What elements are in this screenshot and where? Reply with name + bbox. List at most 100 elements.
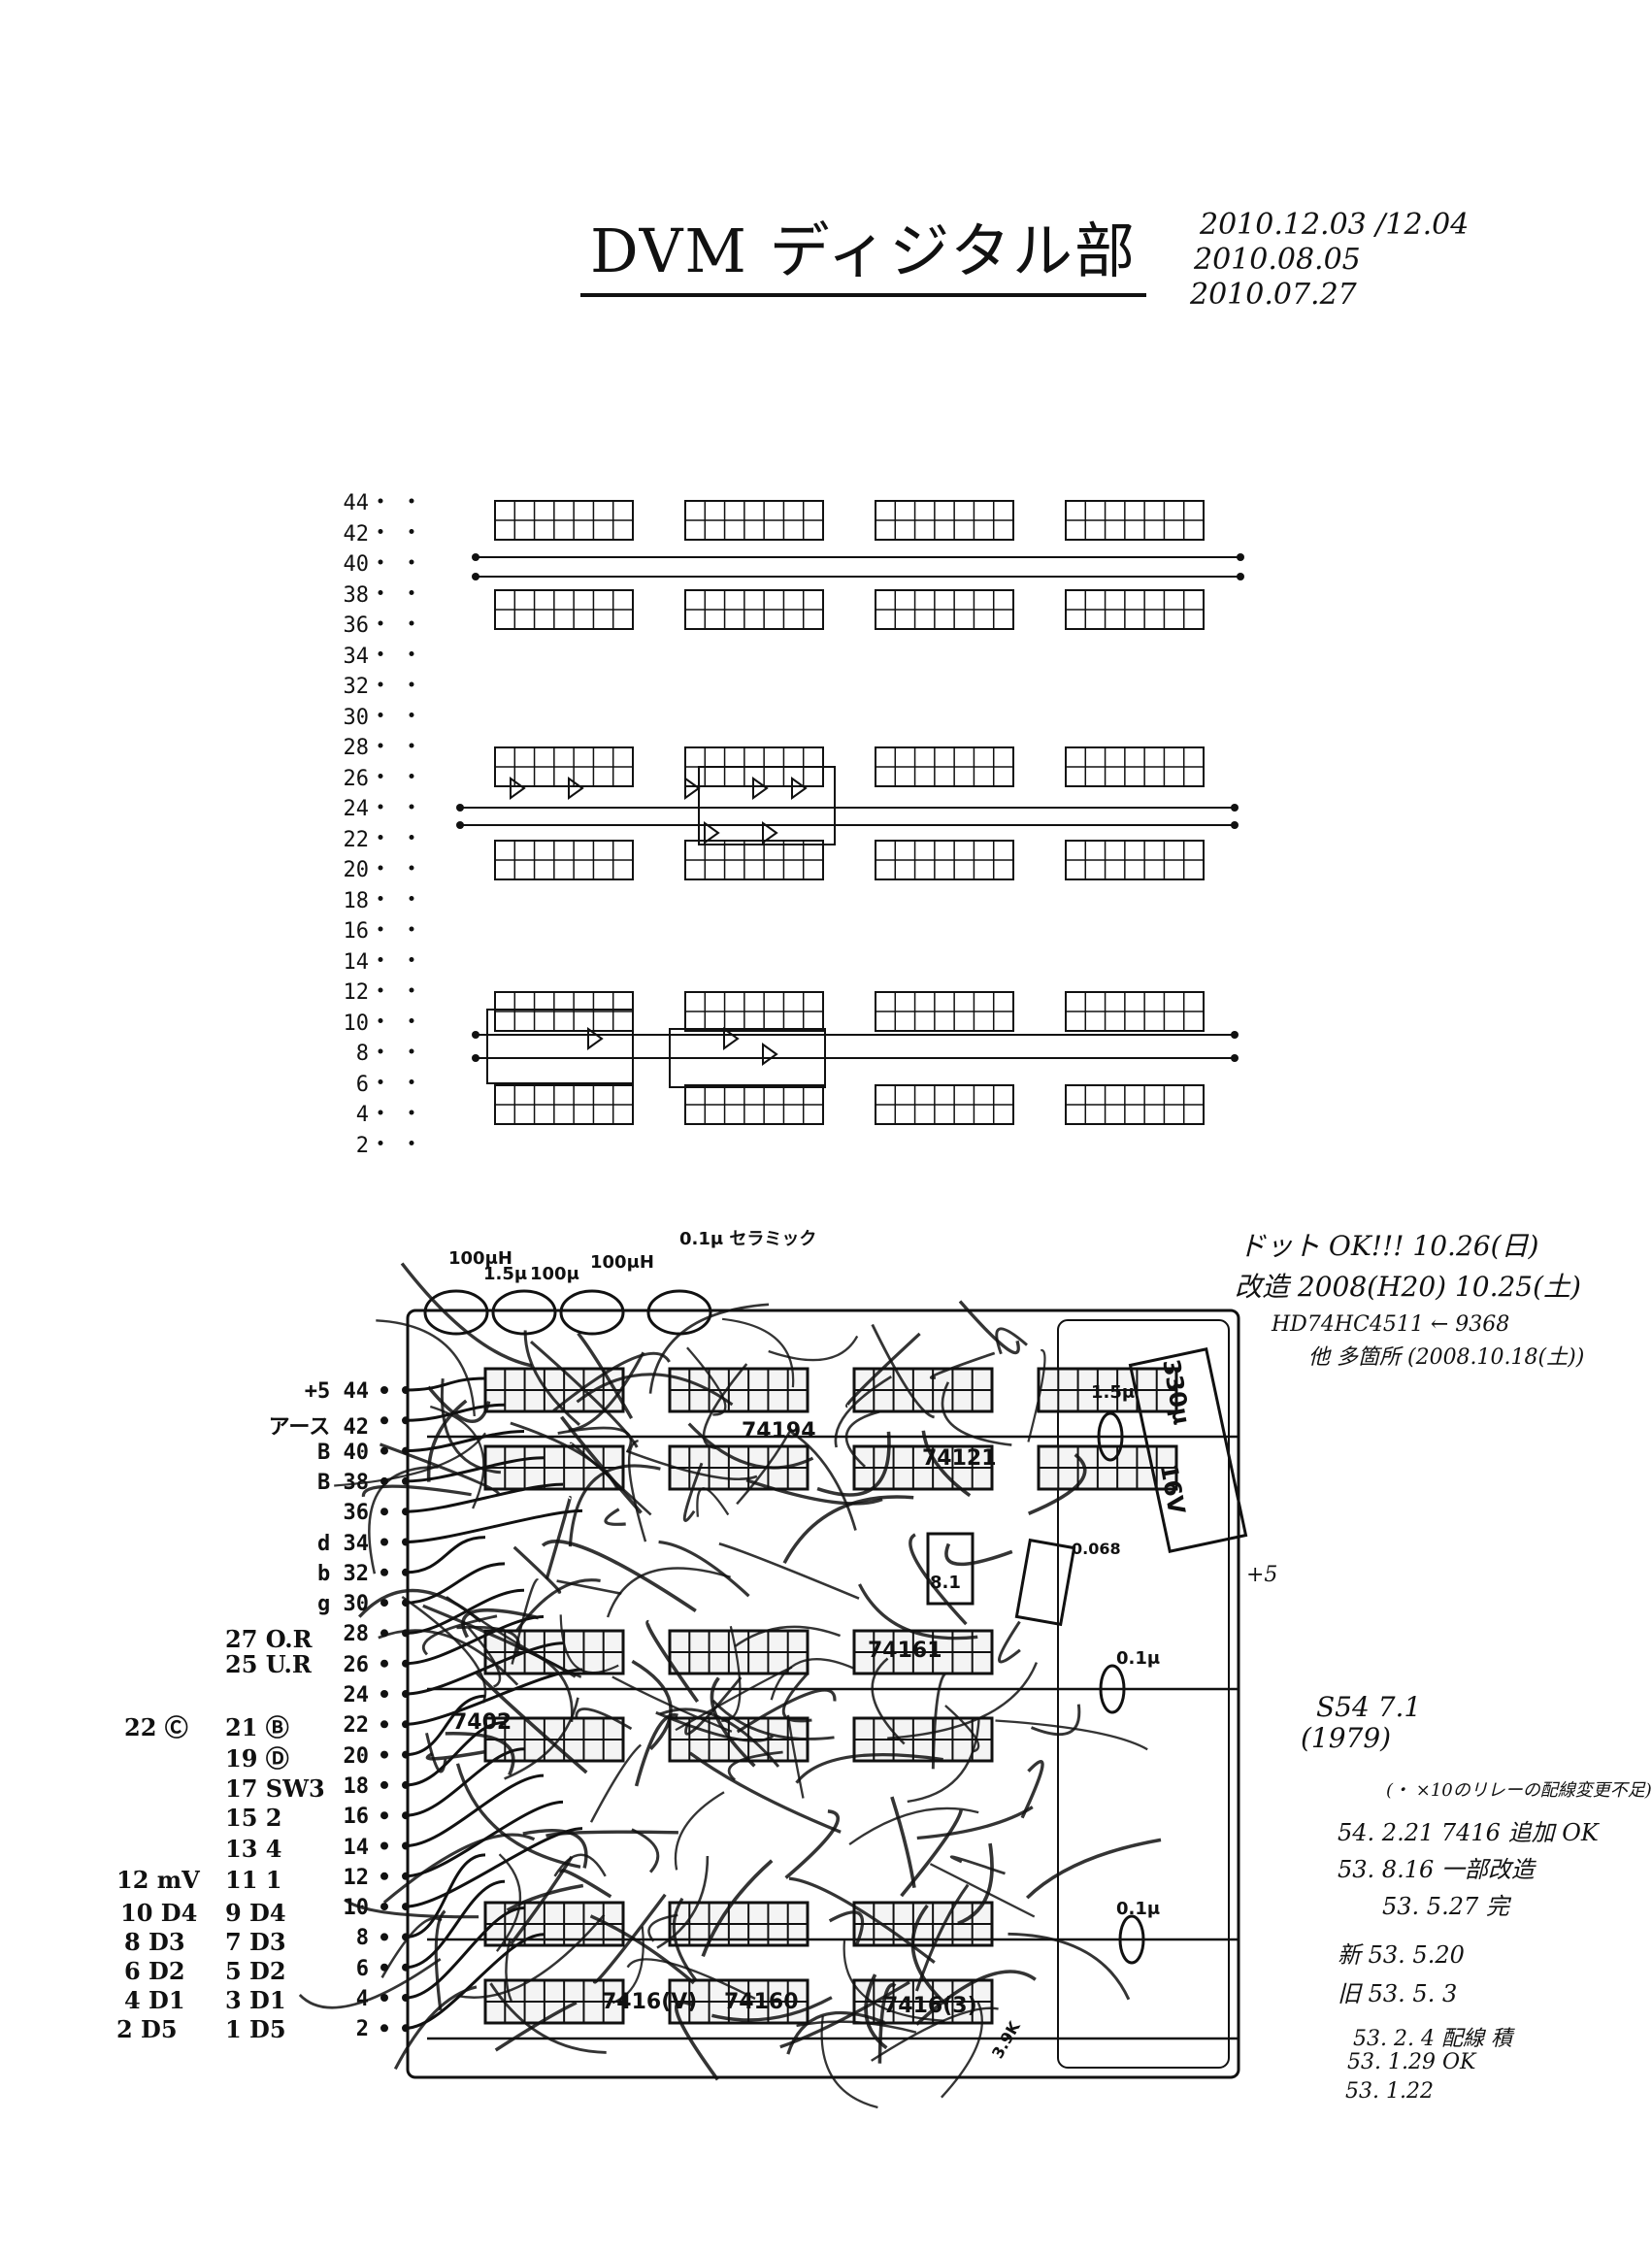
- pin-dot: [409, 743, 414, 748]
- pin-dot: [409, 559, 414, 565]
- wire: [559, 1869, 612, 1899]
- board-ic-footprint: [668, 1901, 809, 1947]
- wire: [736, 1688, 837, 1734]
- wire: [828, 1910, 865, 1947]
- ic-footprint: [494, 589, 634, 630]
- gate-symbol: [762, 821, 778, 845]
- gate-symbol: [684, 777, 701, 800]
- wire: [457, 1913, 606, 1999]
- connector-wire: [405, 1773, 545, 1847]
- connector-wire: [405, 1933, 545, 2030]
- connector-wire: [405, 1853, 486, 1939]
- wire: [575, 1707, 633, 1731]
- wire: [949, 1855, 1006, 1875]
- board-connector-label: 36: [343, 1501, 370, 1526]
- top-pin-label: 38: [343, 582, 370, 608]
- pin-dot: [378, 498, 383, 504]
- wire: [675, 2000, 719, 2081]
- wire: [820, 2015, 878, 2109]
- wire: [782, 1495, 914, 1565]
- wire: [834, 1375, 893, 1448]
- gate-symbol: [723, 1027, 740, 1050]
- wire: [560, 1415, 643, 1514]
- connector-pin: [380, 1446, 388, 1455]
- board-connector-label: 20: [343, 1743, 370, 1769]
- pin-dot: [409, 1141, 414, 1145]
- wire: [786, 2010, 885, 2055]
- note: +5: [1246, 1563, 1278, 1587]
- board-connector-label: 28: [343, 1622, 370, 1647]
- wire: [931, 1672, 947, 1770]
- wire: [929, 1351, 996, 1379]
- top-pin-label: 28: [343, 736, 370, 760]
- date-line-1: 2010.12.03 /12.04: [1200, 208, 1470, 242]
- signal-label: 15 2: [225, 1804, 282, 1832]
- connector-pin: [380, 1994, 388, 2002]
- wire: [522, 1829, 588, 1869]
- inductor: [646, 1289, 712, 1336]
- top-pin-label: 24: [343, 797, 370, 821]
- note: (1979): [1301, 1722, 1392, 1754]
- signal-label: 10 D4: [120, 1899, 198, 1927]
- pin-dot: [409, 926, 414, 932]
- wire: [422, 1604, 577, 1678]
- wire: [1027, 1349, 1046, 1442]
- connector-pin: [380, 1780, 388, 1789]
- wire: [844, 1410, 880, 1468]
- connector-pin: [380, 1933, 388, 1941]
- note: 54. 2.21 7416 追加 OK: [1338, 1819, 1599, 1846]
- connector-wire: [405, 1721, 506, 1787]
- ic-footprint: [875, 589, 1014, 630]
- wire: [400, 1262, 533, 1368]
- wire: [702, 1363, 748, 1450]
- wire: [357, 1588, 482, 1623]
- ic-footprint: [1065, 589, 1205, 630]
- wire: [858, 1583, 978, 1641]
- wire: [871, 1323, 936, 1419]
- pin-dot: [378, 957, 383, 962]
- date-line-3: 2010.07.27: [1190, 278, 1357, 312]
- pin-dot: [409, 590, 414, 595]
- bus-endpoint: [456, 821, 464, 829]
- wire: [958, 1300, 1020, 1355]
- note: 53. 5.27 完: [1382, 1893, 1509, 1920]
- connector-wire: [405, 1456, 545, 1483]
- wire: [606, 1567, 731, 1618]
- wire: [455, 1763, 581, 1869]
- wire: [604, 1508, 626, 1526]
- wire: [368, 1466, 439, 1574]
- top-pin-label: 6: [355, 1072, 369, 1097]
- wire: [494, 2001, 578, 2052]
- top-pin-label: 16: [343, 919, 370, 944]
- top-pin-label: 42: [343, 521, 370, 547]
- signal-label: 5 D2: [225, 1957, 286, 1985]
- pin-dot: [409, 498, 414, 504]
- connector-wire: [405, 1562, 506, 1605]
- signal-label: 21 Ⓑ: [225, 1713, 289, 1741]
- top-pin-label: 10: [343, 1011, 370, 1036]
- note: 旧 53. 5. 3: [1338, 1980, 1458, 2007]
- pin-dot: [378, 743, 383, 748]
- wire: [401, 1595, 487, 1704]
- ic-footprint: [1065, 1084, 1205, 1125]
- board-connector-label: g 30: [317, 1592, 369, 1617]
- pin-dot: [409, 1110, 414, 1115]
- pin-dot: [378, 1048, 383, 1054]
- wire: [816, 1431, 891, 1497]
- connector-wire: [405, 1508, 583, 1543]
- wire: [568, 1351, 645, 1432]
- component-label: 100μH: [590, 1252, 654, 1273]
- pin-dot: [409, 835, 414, 840]
- wire: [768, 1335, 859, 1362]
- pin-dot: [378, 559, 383, 565]
- top-pin-label: 22: [343, 827, 370, 852]
- bus-endpoint: [1231, 1054, 1239, 1062]
- wire: [701, 1859, 774, 1958]
- gate-symbol: [510, 777, 526, 800]
- wire: [645, 1619, 700, 1704]
- board-connector-label: 24: [343, 1683, 370, 1707]
- wire: [474, 1670, 588, 1774]
- signal-label: 27 O.R: [225, 1625, 313, 1653]
- wire: [1030, 1704, 1081, 1737]
- connector-pin: [380, 1750, 388, 1759]
